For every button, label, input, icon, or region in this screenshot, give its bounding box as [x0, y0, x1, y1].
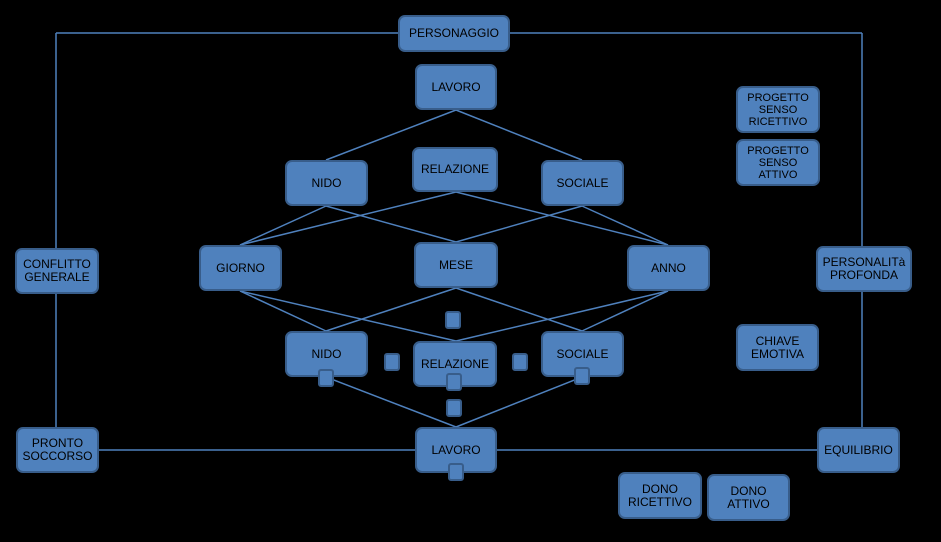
- edge-relazione-anno: [455, 191, 669, 246]
- node-chiave-emotiva: CHIAVE EMOTIVA: [736, 324, 819, 371]
- edge-sociale-mese: [455, 205, 583, 243]
- edge-lavoro-nido: [325, 109, 457, 161]
- node-pronto-soccorso: PRONTO SOCCORSO: [16, 427, 99, 473]
- edge-mese-nido: [325, 287, 457, 332]
- node-conflitto-generale: CONFLITTO GENERALE: [15, 248, 99, 294]
- handle-connector-mid[interactable]: [446, 399, 462, 417]
- handle-relazione-bottom[interactable]: [446, 373, 462, 391]
- node-relazione-bottom: RELAZIONE: [413, 341, 497, 387]
- handle-sociale-bottom[interactable]: [574, 367, 590, 385]
- node-progetto-senso-ricettivo: PROGETTO SENSO RICETTIVO: [736, 86, 820, 133]
- handle-lavoro-bottom[interactable]: [448, 463, 464, 481]
- edge-giorno-relazione: [239, 290, 457, 342]
- node-progetto-senso-attivo: PROGETTO SENSO ATTIVO: [736, 139, 820, 186]
- node-personalita-profonda: PERSONALITà PROFONDA: [816, 246, 912, 292]
- edge-anno-sociale: [581, 290, 669, 332]
- node-giorno: GIORNO: [199, 245, 282, 291]
- edge-relazione-giorno: [239, 191, 457, 246]
- node-dono-ricettivo: DONO RICETTIVO: [618, 472, 702, 519]
- node-mese: MESE: [414, 242, 498, 288]
- edge-sociale-anno: [581, 205, 669, 246]
- node-nido-bottom: NIDO: [285, 331, 368, 377]
- node-equilibrio: EQUILIBRIO: [817, 427, 900, 473]
- edge-giorno-nido: [239, 290, 327, 332]
- node-anno: ANNO: [627, 245, 710, 291]
- handle-relazione-right[interactable]: [512, 353, 528, 371]
- node-relazione-top: RELAZIONE: [412, 147, 498, 192]
- edge-nido-giorno: [239, 205, 327, 246]
- node-dono-attivo: DONO ATTIVO: [707, 474, 790, 521]
- node-sociale-top: SOCIALE: [541, 160, 624, 206]
- edge-nido-lavoro: [325, 376, 457, 428]
- node-lavoro-top: LAVORO: [415, 64, 497, 110]
- node-nido-top: NIDO: [285, 160, 368, 206]
- edge-anno-relazione: [455, 290, 669, 342]
- handle-relazione-left[interactable]: [384, 353, 400, 371]
- edge-mese-sociale: [455, 287, 583, 332]
- handle-nido-bottom[interactable]: [318, 369, 334, 387]
- edge-nido-mese: [325, 205, 457, 243]
- edge-sociale-lavoro: [455, 376, 583, 428]
- edge-lavoro-sociale: [455, 109, 583, 161]
- handle-relazione-top[interactable]: [445, 311, 461, 329]
- node-personaggio: PERSONAGGIO: [398, 15, 510, 52]
